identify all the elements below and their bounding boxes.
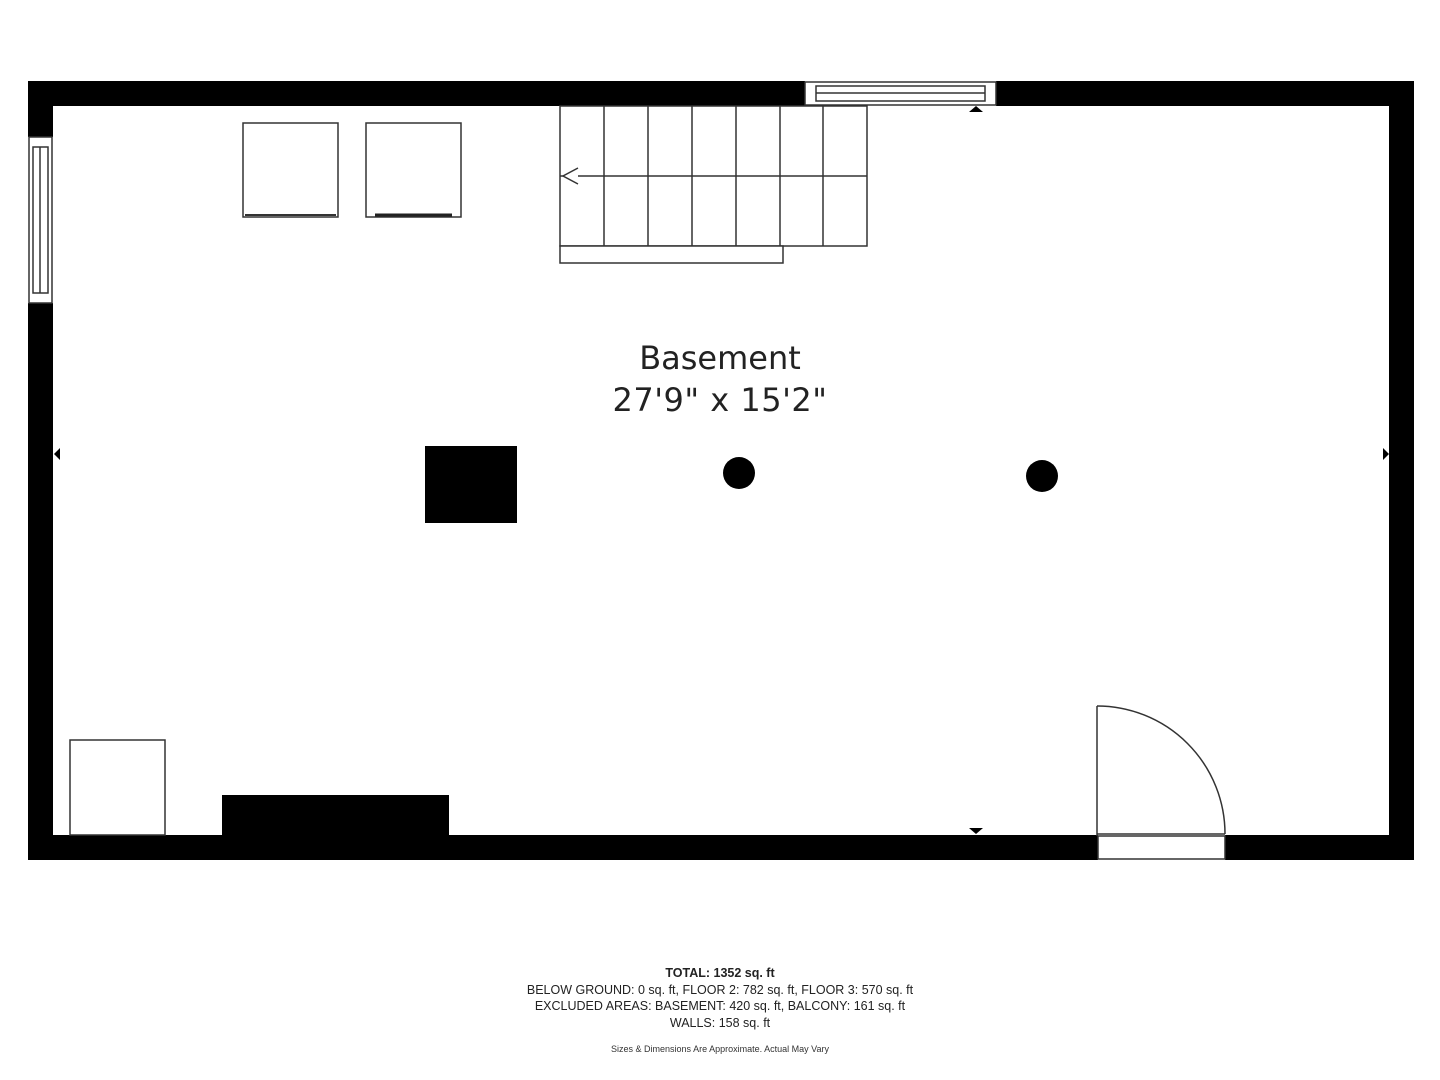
water-heater — [69, 739, 166, 836]
marker-top-icon — [969, 106, 983, 112]
walls-area: WALLS: 158 sq. ft — [669, 1015, 771, 1030]
chimney-block — [425, 446, 517, 523]
floor-areas: BELOW GROUND: 0 sq. ft, FLOOR 2: 782 sq.… — [526, 982, 914, 997]
support-post — [1026, 460, 1058, 492]
staircase — [559, 105, 868, 264]
wall-left-top — [28, 81, 53, 137]
walls — [28, 81, 1414, 860]
room-name: Basement — [639, 339, 801, 377]
total-area: TOTAL: 1352 sq. ft — [665, 966, 775, 980]
appliance-left — [242, 122, 339, 218]
support-post — [723, 457, 755, 489]
area-summary: TOTAL: 1352 sq. ft BELOW GROUND: 0 sq. f… — [370, 965, 1070, 1031]
marker-left-icon — [54, 448, 60, 460]
wall-right — [1389, 81, 1414, 860]
disclaimer: Sizes & Dimensions Are Approximate. Actu… — [611, 1044, 829, 1054]
dimension-markers — [54, 106, 1389, 834]
marker-bottom-icon — [969, 828, 983, 834]
appliance-right — [365, 122, 462, 218]
wall-left-bottom — [28, 303, 53, 860]
wall-bottom-right — [1225, 835, 1414, 860]
excluded-areas: EXCLUDED AREAS: BASEMENT: 420 sq. ft, BA… — [534, 999, 906, 1013]
counter-block — [222, 795, 449, 835]
window-top — [804, 81, 997, 106]
stair-arrow-icon — [561, 167, 579, 185]
wall-bottom-left — [28, 835, 1098, 860]
door — [1096, 705, 1226, 860]
wall-top-left — [28, 81, 805, 106]
stair-railing — [559, 245, 784, 264]
wall-top-right — [996, 81, 1414, 106]
marker-right-icon — [1383, 448, 1389, 460]
room-dimensions: 27'9" x 15'2" — [612, 381, 828, 419]
window-left — [28, 136, 53, 304]
